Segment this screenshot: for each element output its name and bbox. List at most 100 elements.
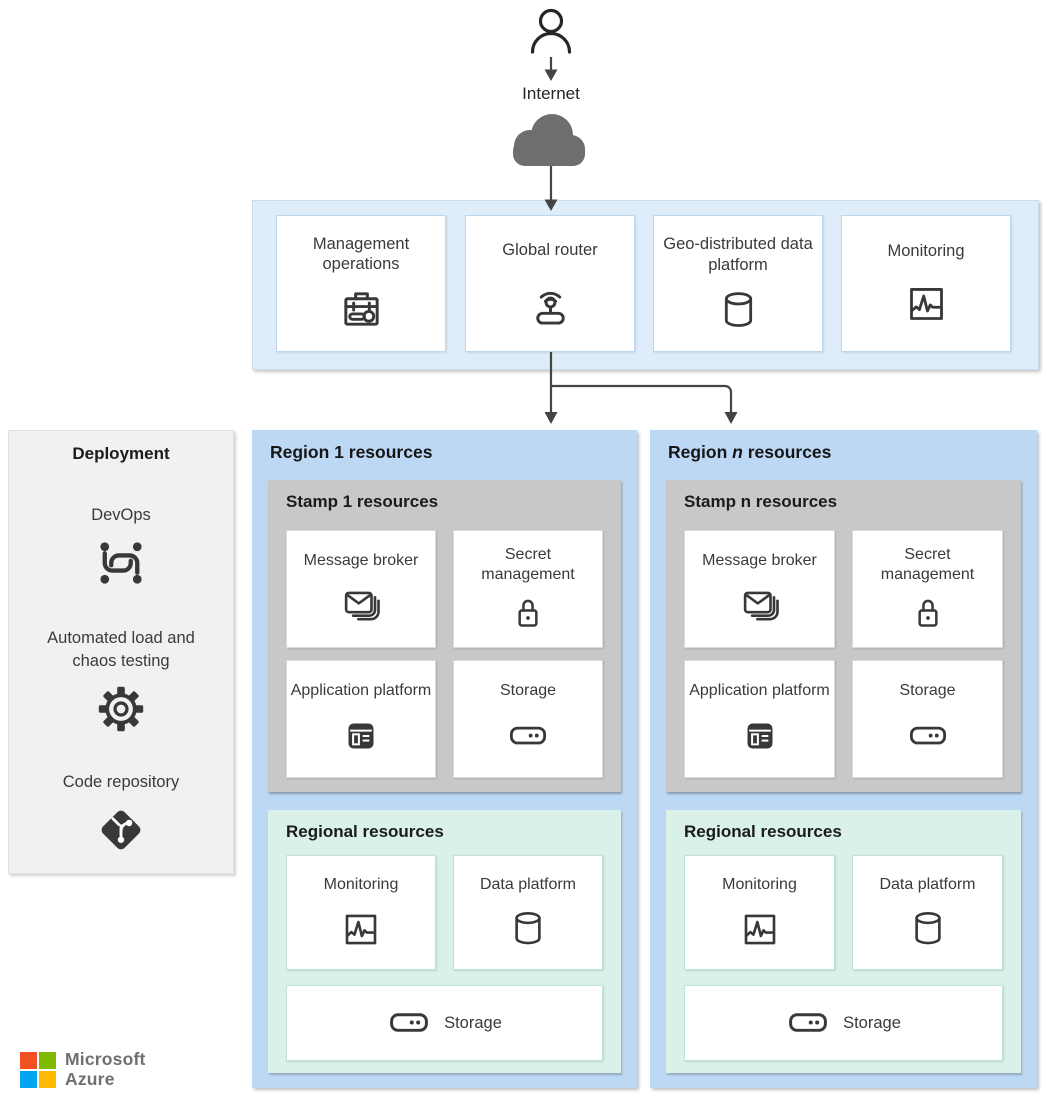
card-label: Application platform <box>689 682 830 700</box>
internet-label: Internet <box>522 84 580 103</box>
card-message-broker: Message broker <box>684 530 835 648</box>
card-label: Storage <box>843 1013 901 1032</box>
arrowhead-region-n <box>724 412 738 424</box>
card-label: Data platform <box>879 875 976 893</box>
brand-line-microsoft: Microsoft <box>65 1049 146 1069</box>
card-label: Monitoring <box>887 242 965 261</box>
card-label: Monitoring <box>323 875 399 893</box>
card-application-platform: Application platform <box>286 660 436 778</box>
card-secret-management: Secret management <box>852 530 1003 648</box>
storage-icon <box>909 726 946 745</box>
database-icon <box>515 912 541 945</box>
app-window-icon <box>347 722 375 750</box>
region-title-prefix: Region <box>270 442 335 462</box>
card-storage-stamp: Storage <box>453 660 603 778</box>
storage-icon <box>509 726 547 745</box>
storage-icon <box>789 1013 827 1032</box>
envelope-stack-icon <box>344 591 380 621</box>
lock-icon <box>917 599 938 627</box>
item-label: Code repository <box>62 773 180 792</box>
card-secret-management: Secret management <box>453 530 603 648</box>
card-monitoring-regional: Monitoring <box>286 855 436 970</box>
card-label: Storage <box>899 681 956 699</box>
regional-card-grid: Monitoring Data platform <box>286 855 603 970</box>
region-n-title: Region n resources <box>668 442 831 463</box>
region-title-prefix: Region <box>668 442 733 462</box>
person-icon <box>530 8 572 54</box>
card-monitoring-global: Monitoring <box>841 215 1011 352</box>
devops-icon <box>95 537 147 589</box>
deployment-panel: Deployment DevOps Automated load and cha… <box>8 430 234 874</box>
region-title-n: n <box>732 442 743 462</box>
card-global-router: Global router <box>465 215 635 352</box>
card-message-broker: Message broker <box>286 530 436 648</box>
region-n-box: Region n resources Stamp n resources Mes… <box>650 430 1037 1088</box>
regional-resources-title: Regional resources <box>286 822 444 841</box>
microsoft-azure-logo: Microsoft Azure <box>20 1049 146 1089</box>
chart-icon <box>744 914 775 945</box>
card-label: Global router <box>502 241 598 260</box>
database-icon <box>724 291 752 327</box>
stamp-1-title: Stamp 1 resources <box>286 492 439 511</box>
card-storage-regional: Storage <box>684 985 1003 1061</box>
regional-resources-title: Regional resources <box>684 822 842 841</box>
region-1-title: Region 1 resources <box>270 442 432 463</box>
card-label: Message broker <box>303 551 419 569</box>
stamp-1-box: Stamp 1 resources Message broker Secret … <box>268 480 621 792</box>
card-label: Secret management <box>481 545 575 583</box>
arrowhead-region-1 <box>544 412 558 424</box>
card-data-platform: Data platform <box>852 855 1003 970</box>
stamp-n-title: Stamp n resources <box>684 492 838 511</box>
card-label: Secret management <box>880 545 975 583</box>
envelope-stack-icon <box>743 591 779 621</box>
deployment-item-devops: DevOps <box>26 504 216 589</box>
stamp-card-grid: Message broker Secret management Applica… <box>286 530 603 778</box>
microsoft-logo-icon <box>20 1051 56 1088</box>
regional-card-grid: Monitoring Data platform <box>684 855 1003 970</box>
card-storage-regional: Storage <box>286 985 603 1061</box>
deployment-item-testing: Automated load and chaos testing <box>26 627 216 735</box>
gear-icon <box>97 685 145 734</box>
card-geo-distributed-data-platform: Geo-distributed data platform <box>653 215 823 352</box>
card-data-platform: Data platform <box>453 855 603 970</box>
ms-square-red <box>20 1051 37 1069</box>
card-label: Application platform <box>290 682 432 700</box>
card-label: Geo-distributed data platform <box>663 235 813 274</box>
storage-icon <box>390 1013 428 1032</box>
item-label: DevOps <box>91 506 151 524</box>
ms-square-yellow <box>39 1070 56 1088</box>
ms-square-green <box>39 1051 56 1069</box>
card-storage-stamp: Storage <box>852 660 1003 778</box>
lock-icon <box>518 599 538 627</box>
card-label: Storage <box>444 1013 502 1032</box>
region-title-suffix: resources <box>742 442 832 462</box>
card-label: Management operations <box>312 234 410 274</box>
card-label: Storage <box>499 681 557 699</box>
app-window-icon <box>746 722 773 750</box>
card-label: Monitoring <box>722 875 797 893</box>
toolbox-icon <box>343 292 379 327</box>
deployment-title: Deployment <box>72 444 170 463</box>
card-monitoring-regional: Monitoring <box>684 855 835 970</box>
stamp-n-box: Stamp n resources Message broker Secret … <box>666 480 1021 792</box>
card-management-operations: Management operations <box>276 215 446 352</box>
git-icon <box>98 807 144 854</box>
cloud-icon <box>513 114 585 166</box>
brand-line-azure: Azure <box>65 1068 115 1089</box>
chart-icon <box>345 914 377 945</box>
global-resources-band: Management operations Global router Geo-… <box>252 200 1039 370</box>
microsoft-azure-wordmark: Microsoft Azure <box>65 1049 146 1089</box>
router-icon <box>535 291 565 325</box>
card-label: Message broker <box>702 551 817 569</box>
arrow-person-to-internet <box>544 57 558 81</box>
region-1-box: Region 1 resources Stamp 1 resources Mes… <box>252 430 637 1088</box>
region-title-suffix: resources <box>343 442 433 462</box>
deployment-item-code-repository: Code repository <box>26 771 216 856</box>
card-label: Data platform <box>479 875 577 893</box>
chart-icon <box>909 287 943 320</box>
regional-resources-box: Regional resources Monitoring Data platf… <box>666 810 1021 1073</box>
item-label: Automated load and chaos testing <box>47 629 195 671</box>
card-application-platform: Application platform <box>684 660 835 778</box>
database-icon <box>914 912 941 945</box>
